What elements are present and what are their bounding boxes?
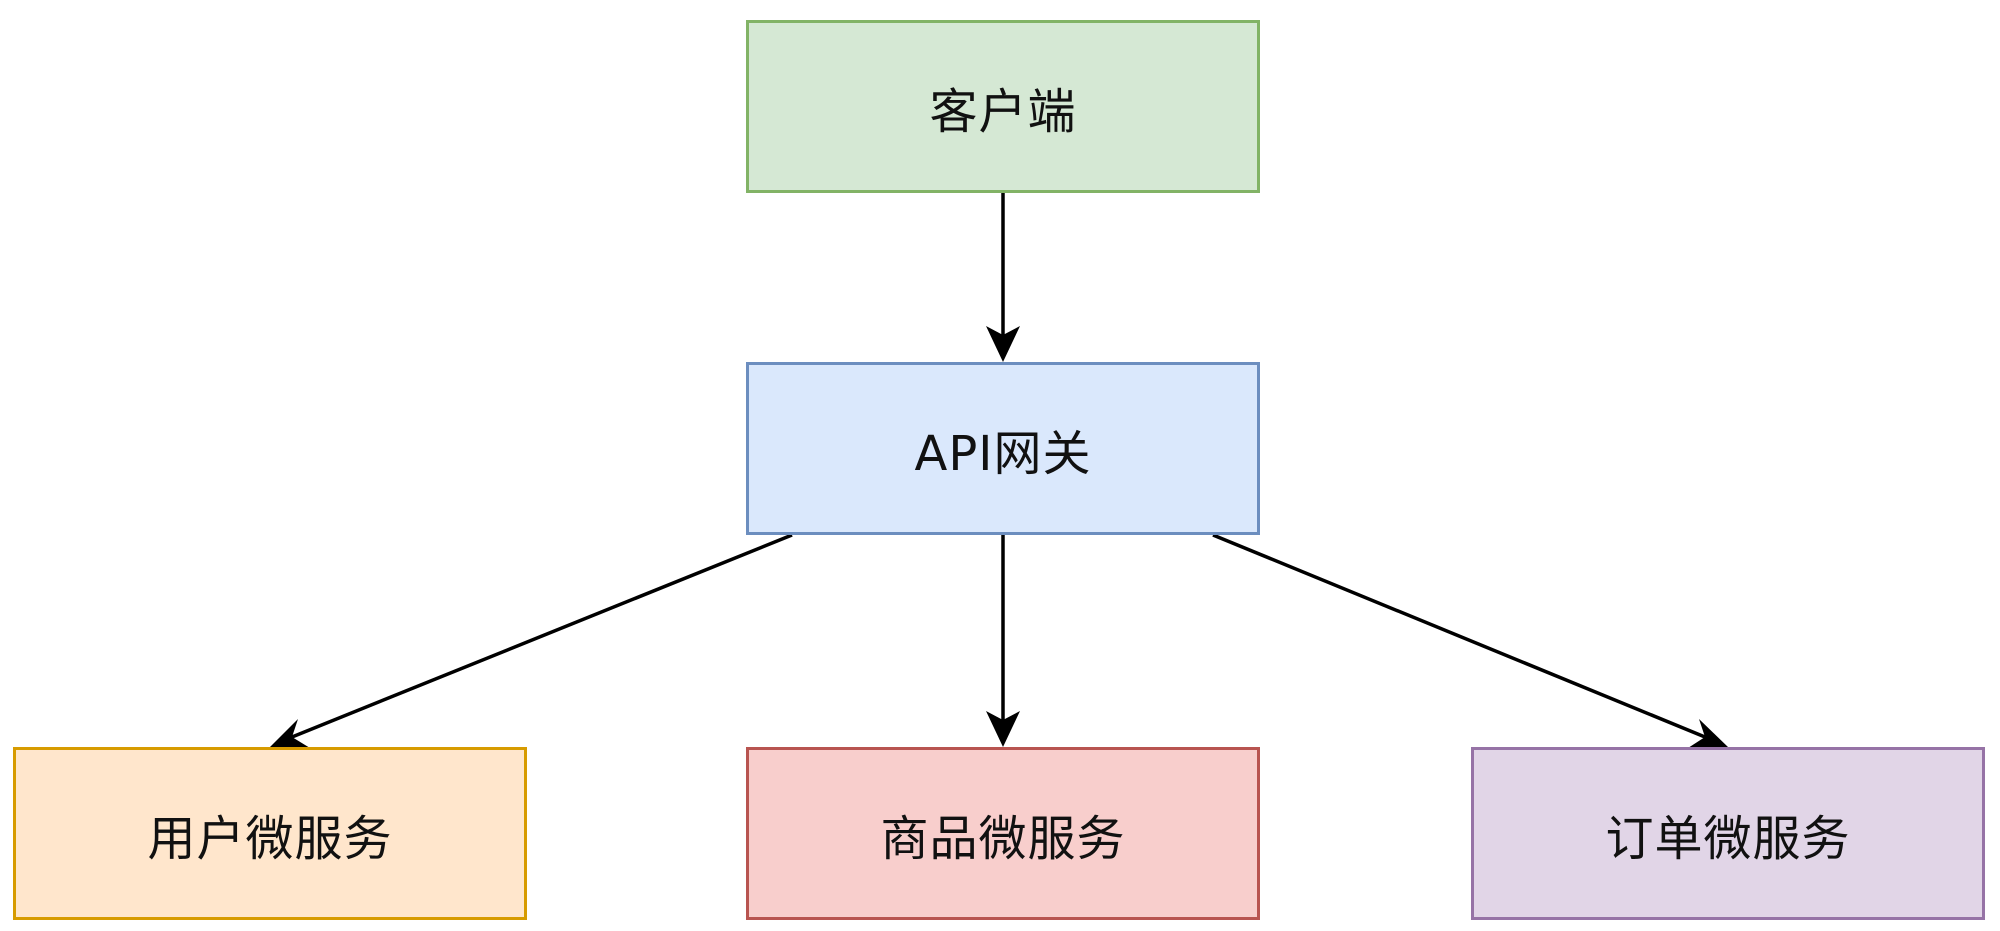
edge-line bbox=[291, 533, 793, 739]
node-api-gateway[interactable]: API网关 bbox=[746, 362, 1260, 535]
edge-line bbox=[1212, 533, 1706, 739]
node-client-label: 客户端 bbox=[929, 83, 1077, 140]
edge-client-to-gateway bbox=[986, 193, 1020, 362]
node-api-gateway-label: API网关 bbox=[914, 425, 1092, 482]
arrowhead-icon bbox=[986, 711, 1020, 747]
node-order-service[interactable]: 订单微服务 bbox=[1471, 747, 1985, 920]
edge-gateway-to-product-service bbox=[986, 535, 1020, 747]
edge-gateway-to-user-service bbox=[270, 533, 793, 748]
node-product-service-label: 商品微服务 bbox=[880, 810, 1126, 867]
node-client[interactable]: 客户端 bbox=[746, 20, 1260, 193]
node-order-service-label: 订单微服务 bbox=[1605, 810, 1851, 867]
edge-gateway-to-order-service bbox=[1212, 533, 1728, 748]
arrowhead-icon bbox=[986, 326, 1020, 362]
node-user-service[interactable]: 用户微服务 bbox=[13, 747, 527, 920]
node-product-service[interactable]: 商品微服务 bbox=[746, 747, 1260, 920]
arrowhead-icon bbox=[1688, 719, 1728, 748]
arrowhead-icon bbox=[270, 719, 310, 748]
node-user-service-label: 用户微服务 bbox=[147, 810, 393, 867]
